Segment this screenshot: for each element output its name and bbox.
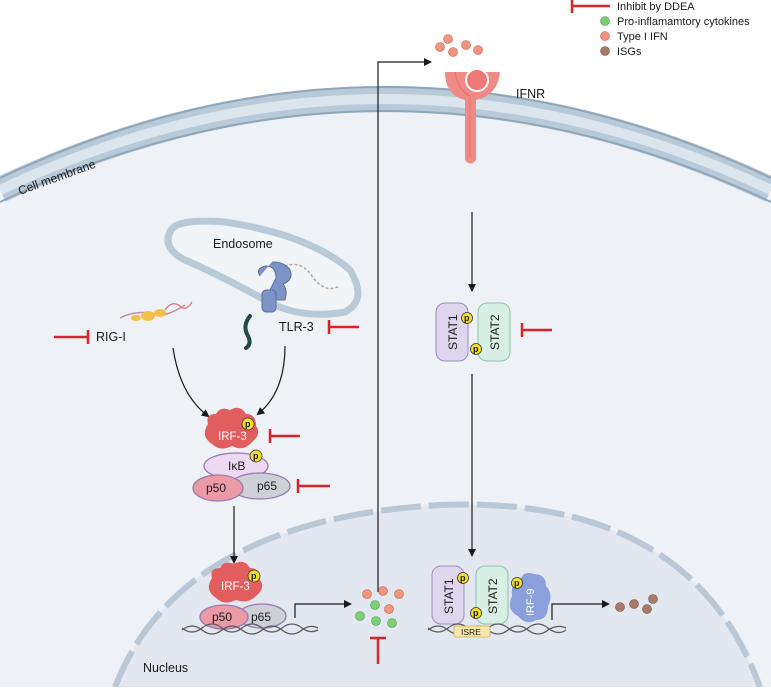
isgf3-transcription-arrow [551, 600, 610, 620]
rig-i-label: RIG-I [96, 330, 126, 344]
stat-inhibit-symbol [520, 323, 552, 337]
stat1-nucleus-label: STAT1 [442, 578, 456, 614]
rig-i-to-irf3-arrow [172, 347, 210, 418]
legend-pro-inflammatory-label: Pro-inflamamtory cytokines [617, 16, 750, 28]
dna-right [427, 623, 567, 635]
dna-left [181, 623, 319, 635]
stat-dimer-cytoplasm [435, 302, 511, 362]
ifn-secretion-arrow [377, 58, 432, 592]
legend-pro-inflammatory-dot [600, 16, 610, 26]
ifnr-receptor [445, 68, 500, 164]
irf3-cytoplasm-label: IRF-3 [218, 431, 247, 443]
nfkb-transcription-arrow [294, 600, 352, 618]
stat2-nucleus-phospho: p [473, 608, 479, 618]
tlr3-to-irf3-arrow [256, 345, 286, 416]
cytokine-inhibit-symbol [370, 636, 386, 664]
irf3-nucleus-label: IRF-3 [221, 581, 250, 593]
ifnr-label: IFNR [516, 87, 545, 101]
stat1-cytoplasm-phospho: p [464, 313, 470, 323]
stat1-nucleus-phospho: p [460, 573, 466, 583]
isre-label: ISRE [461, 627, 481, 637]
tlr3-label: TLR-3 [279, 320, 314, 334]
endosome-label: Endosome [213, 237, 273, 251]
irf3-nucleus [208, 561, 263, 603]
p50-nucleus-label: p50 [212, 610, 232, 624]
legend-isgs-label: ISGs [617, 46, 642, 58]
p50-cytoplasm-label: p50 [206, 481, 226, 495]
stat2-cytoplasm-label: STAT2 [488, 314, 502, 350]
irf3-inhibit-symbol [268, 429, 300, 443]
irf3-cytoplasm [204, 407, 259, 449]
isre-box [453, 625, 491, 638]
nucleus-label: Nucleus [143, 661, 188, 675]
p65-cytoplasm-label: p65 [257, 479, 277, 493]
type-i-ifn-particles-extracellular [435, 34, 483, 57]
stat2-nucleus-label: STAT2 [486, 578, 500, 614]
stat2-cytoplasm-phospho: p [473, 344, 479, 354]
legend-inhibit-label: Inhibit by DDEA [617, 1, 695, 13]
rig-i-protein [119, 301, 193, 321]
legend-type-i-ifn-label: Type I IFN [617, 31, 668, 43]
legend: Inhibit by DDEA Pro-inflamamtory cytokin… [570, 0, 750, 58]
nfkb-inhibit-symbol [296, 479, 330, 493]
irf3-nucleus-phospho: p [251, 571, 257, 581]
ikb-label: IκB [228, 459, 245, 473]
nfkb-complex [192, 449, 291, 502]
isgf3-complex [431, 565, 551, 625]
irf3-cytoplasm-phospho: p [245, 419, 251, 429]
tlr3-inhibit-symbol [327, 320, 359, 334]
irf9-label: IRF-9 [525, 589, 537, 617]
p65-nucleus-label: p65 [251, 610, 271, 624]
rig-i-inhibit-symbol [54, 330, 90, 344]
irf9-phospho: p [514, 578, 520, 588]
legend-type-i-ifn-dot [600, 31, 610, 41]
cell-membrane [0, 86, 771, 203]
cytokine-particles [355, 586, 404, 628]
tlr3-receptor [243, 261, 292, 350]
stat1-cytoplasm-label: STAT1 [446, 314, 460, 350]
legend-isgs-dot [600, 46, 610, 56]
ikb-phospho: p [253, 451, 259, 461]
isg-particles [615, 594, 658, 614]
